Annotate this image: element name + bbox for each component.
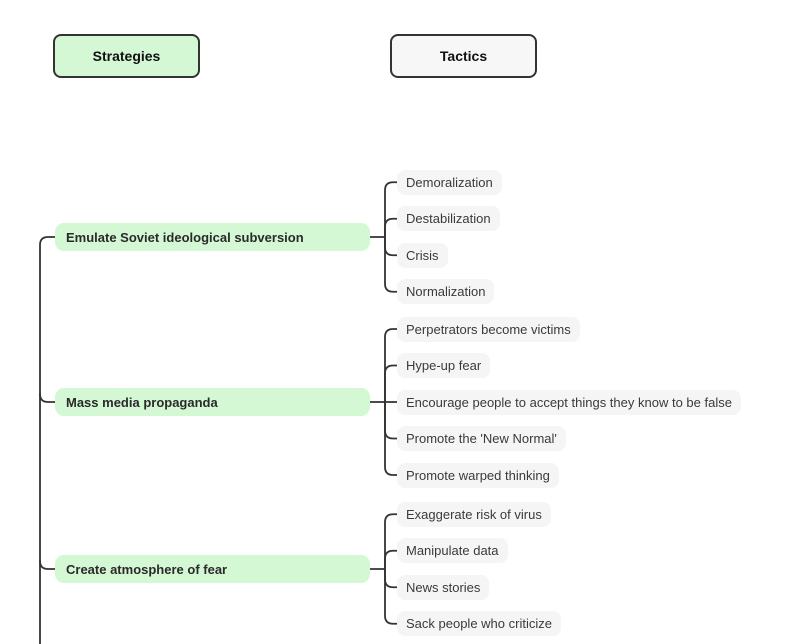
tactic-node: Exaggerate risk of virus bbox=[397, 502, 551, 527]
strategy-node: Create atmosphere of fear bbox=[55, 555, 370, 583]
tactic-node: News stories bbox=[397, 575, 490, 600]
tactic-node: Normalization bbox=[397, 279, 495, 304]
tactic-node: Hype-up fear bbox=[397, 353, 491, 378]
tactic-node: Promote warped thinking bbox=[397, 463, 559, 488]
tactic-node: Perpetrators become victims bbox=[397, 317, 580, 342]
strategy-node: Emulate Soviet ideological subversion bbox=[55, 223, 370, 251]
legend-strategies-box: Strategies bbox=[53, 34, 200, 78]
strategy-node: Mass media propaganda bbox=[55, 388, 370, 416]
tactic-node: Manipulate data bbox=[397, 538, 508, 563]
tactic-node: Promote the 'New Normal' bbox=[397, 426, 566, 451]
tactic-node: Demoralization bbox=[397, 170, 502, 195]
tactic-node: Sack people who criticize bbox=[397, 611, 561, 636]
tactic-node: Crisis bbox=[397, 243, 448, 268]
tactic-node: Destabilization bbox=[397, 206, 500, 231]
tactic-node: Encourage people to accept things they k… bbox=[397, 390, 741, 415]
legend-tactics-box: Tactics bbox=[390, 34, 537, 78]
